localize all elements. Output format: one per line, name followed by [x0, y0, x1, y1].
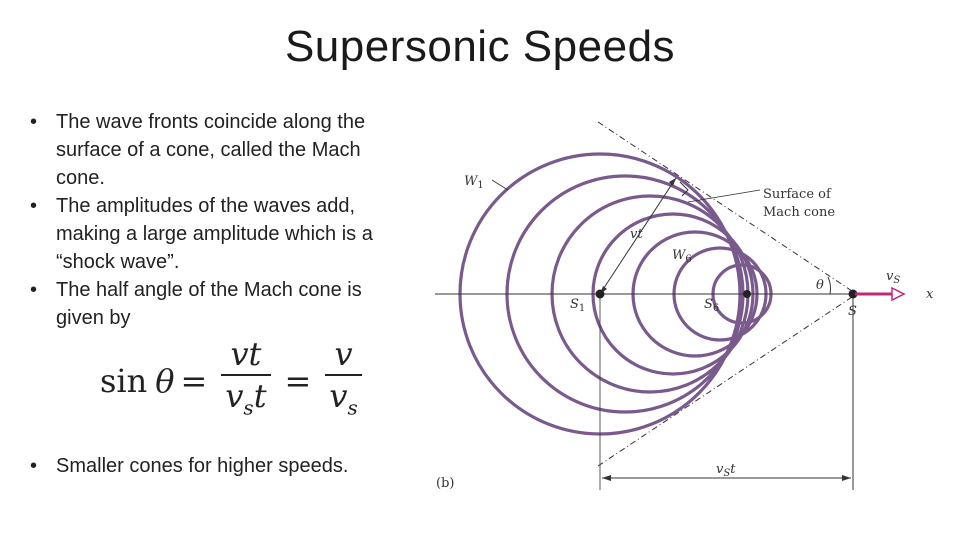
bullet-dot: •	[30, 111, 38, 133]
source-point-s	[848, 289, 858, 299]
fraction-numerator: v	[334, 335, 353, 374]
fraction-numerator: vt	[230, 335, 262, 374]
bullet-dot: •	[30, 279, 38, 301]
fraction-denominator: vs	[325, 376, 361, 427]
slide-title: Supersonic Speeds	[284, 22, 676, 71]
vt-arrowhead	[669, 178, 676, 186]
label-s1: S1	[570, 297, 585, 314]
theta-arc	[827, 276, 832, 295]
den-main: v	[225, 377, 244, 416]
label-panel-b: (b)	[436, 476, 454, 491]
bullet-text: The half angle of the Mach cone is given…	[56, 279, 362, 329]
den-sub: s	[243, 395, 254, 420]
formula-sin: sin	[100, 362, 148, 400]
fraction-v-over-vs: v vs	[325, 334, 362, 427]
label-vt: vt	[630, 227, 643, 242]
label-w6: W6	[672, 248, 692, 265]
surface-leader-line	[687, 189, 761, 203]
bullet-dot: •	[30, 195, 38, 217]
label-vst: vSt	[716, 462, 736, 479]
vt-dimension-line	[599, 177, 677, 295]
fraction-vt-over-vst: vt vst	[221, 334, 271, 427]
right-angle-marker	[679, 181, 689, 197]
vst-arrowhead-right	[842, 475, 851, 481]
label-s: S	[848, 304, 857, 319]
mach-cone-lower-edge	[597, 294, 856, 467]
bullet-item: • The wave fronts coincide along the surf…	[28, 108, 408, 192]
bullet-text: Smaller cones for higher speeds.	[56, 455, 349, 477]
label-s6: S6	[704, 297, 719, 314]
mach-angle-formula: sin θ = vt vst = v vs	[100, 335, 370, 427]
label-x: x	[926, 287, 934, 302]
label-vs: vS	[886, 269, 900, 286]
fraction-bar	[325, 374, 362, 377]
den-sub: s	[347, 395, 358, 420]
bullet-text: The wave fronts coincide along the surfa…	[56, 111, 366, 189]
formula-equals: =	[180, 362, 208, 400]
formula-theta: θ	[155, 362, 175, 400]
bullet-item: • The amplitudes of the waves add, making…	[28, 192, 408, 276]
formula-equals: =	[284, 362, 312, 400]
label-theta: θ	[816, 278, 824, 293]
bullet-dot: •	[30, 455, 38, 477]
den-main: v	[329, 377, 348, 416]
label-surface-line2: Mach cone	[763, 205, 835, 220]
fraction-bar	[221, 374, 271, 377]
label-surface-line1: Surface of	[763, 187, 832, 202]
bullet-list: • The wave fronts coincide along the surf…	[28, 108, 408, 332]
den-tail: t	[253, 377, 267, 416]
label-w1: W1	[464, 174, 484, 191]
fraction-denominator: vst	[221, 376, 270, 427]
vst-arrowhead-left	[602, 475, 611, 481]
mach-cone-figure: W1 vt W6 Surface of Mach cone θ vS x S1 …	[435, 121, 934, 491]
bullet-item: • The half angle of the Mach cone is give…	[28, 276, 408, 332]
w1-leader-line	[491, 179, 509, 191]
velocity-vector-arrowhead	[891, 286, 906, 302]
bullet-text: The amplitudes of the waves add, making …	[56, 195, 373, 273]
bullet-item: • Smaller cones for higher speeds.	[28, 452, 408, 480]
source-point-s6	[743, 290, 751, 298]
source-point-s1	[595, 289, 605, 299]
